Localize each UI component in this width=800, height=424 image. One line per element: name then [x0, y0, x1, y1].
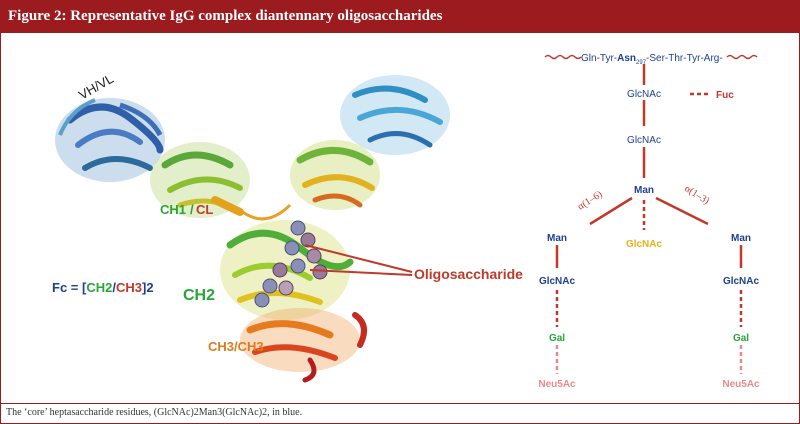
residue-glcnac-2: GlcNAc — [627, 135, 661, 146]
bond-man-right-branch — [655, 196, 709, 226]
figure-title-bar: Figure 2: Representative IgG complex dia… — [0, 0, 800, 33]
ch3-domain — [240, 308, 367, 383]
linkage-alpha-1-6: α(1–6) — [576, 189, 605, 213]
peptide-sequence: Gln-Tyr-Asn297-Ser-Thr-Tyr-Arg- — [581, 53, 723, 66]
peptide-wave-left — [544, 54, 582, 60]
peptide-pre: Gln-Tyr- — [581, 53, 617, 64]
fc-formula-ch2: CH2 — [86, 280, 112, 295]
residue-neu5ac-right: Neu5Ac — [722, 379, 760, 390]
figure-caption: The ‘core’ heptasaccharide residues, (Gl… — [6, 407, 303, 418]
peptide-asn: Asn — [617, 53, 636, 64]
residue-man-core: Man — [634, 185, 654, 196]
vhvl-domain-left — [55, 98, 165, 182]
linkage-alpha-1-3: α(1–3) — [682, 183, 711, 207]
oligo-pointer-upper — [304, 244, 413, 273]
oligosaccharide-label: Oligosaccharide — [414, 266, 523, 282]
figure-title: Figure 2: Representative IgG complex dia… — [8, 8, 443, 24]
glycan-schematic: Gln-Tyr-Asn297-Ser-Thr-Tyr-Arg- GlcNAc F… — [538, 53, 760, 390]
fc-formula-suffix: ]2 — [142, 280, 154, 295]
oligo-pointer-lower — [309, 269, 413, 276]
residue-glcnac-left: GlcNAc — [539, 276, 576, 287]
fab-domain-right — [290, 75, 450, 210]
igg-structure-illustration: VH/VL CH1 / CL CH2 CH3/CH3 Oligosacchari… — [55, 71, 523, 383]
residue-neu5ac-left: Neu5Ac — [538, 379, 576, 390]
residue-gal-right: Gal — [733, 333, 749, 344]
residue-glcnac-right: GlcNAc — [723, 276, 760, 287]
ch1-label: CH1 — [160, 202, 186, 217]
ch1-cl-slash: / — [190, 202, 194, 217]
caption-divider — [0, 403, 800, 404]
fc-formula-prefix: Fc = [ — [52, 280, 87, 295]
residue-man-right: Man — [731, 233, 751, 244]
cl-label: CL — [196, 202, 213, 217]
residue-glcnac-1: GlcNAc — [627, 89, 661, 100]
residue-man-left: Man — [547, 233, 567, 244]
residue-fucose: Fuc — [716, 90, 734, 101]
peptide-asn-position: 297 — [636, 60, 647, 66]
fc-formula: Fc = [CH2/CH3]2 — [52, 280, 154, 295]
fc-formula-ch3: CH3 — [116, 280, 142, 295]
ch2-label: CH2 — [183, 287, 215, 304]
vhvl-label: VH/VL — [76, 71, 116, 103]
residue-gal-left: Gal — [549, 333, 565, 344]
bond-man-left-branch — [589, 196, 633, 226]
fc-formula-slash: / — [112, 280, 116, 295]
oligosaccharide-spheres — [254, 220, 328, 308]
figure-diagram: VH/VL CH1 / CL CH2 CH3/CH3 Oligosacchari… — [52, 53, 760, 390]
ch1-cl-domain-left — [150, 142, 250, 218]
peptide-post: -Ser-Thr-Tyr-Arg- — [646, 53, 723, 64]
ch3-label: CH3/CH3 — [208, 339, 264, 354]
peptide-wave-right — [726, 54, 758, 60]
residue-glcnac-bisecting: GlcNAc — [626, 239, 663, 250]
hinge-region — [239, 203, 292, 221]
